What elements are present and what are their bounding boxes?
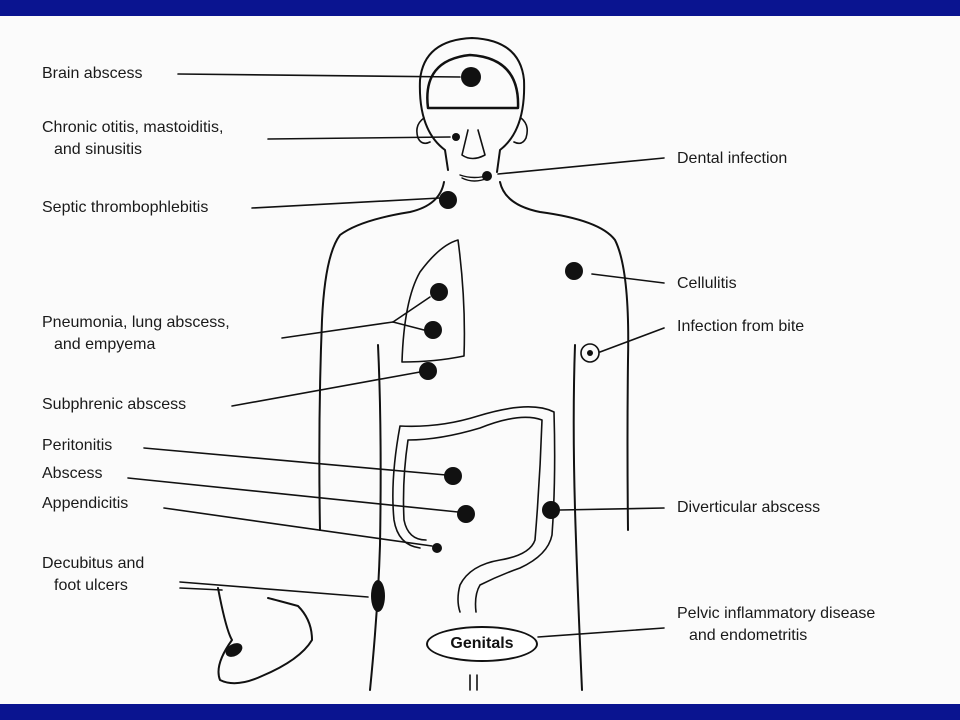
genitals-label: Genitals [426,626,538,662]
body-outline-left [318,181,445,531]
label-infection-from-bite: Infection from bite [677,318,805,335]
right-ear [513,117,528,145]
dot-lung-lower [424,321,442,339]
dot-appendicitis [432,543,442,553]
label-brain-abscess: Brain abscess [42,65,143,82]
dot-abscess [457,505,475,523]
label-diverticular-abscess: Diverticular abscess [677,499,821,516]
dot-peritonitis [444,467,462,485]
dot-sinus [452,133,460,141]
label-otitis: Chronic otitis, mastoiditis, and sinusit… [42,119,224,158]
diagram-panel [0,16,960,704]
foot-outline [217,587,313,685]
colon-inner [392,406,556,613]
dot-foot-ulcer [225,643,243,657]
lung-outline [401,239,466,363]
label-septic-thrombophlebitis: Septic thrombophlebitis [42,199,209,216]
leg-marks [469,674,478,691]
dot-septic [439,191,457,209]
label-appendicitis: Appendicitis [42,495,129,512]
right-inner-arm [572,344,583,691]
label-pelvic-inflammatory: Pelvic inflammatory disease and endometr… [677,605,876,644]
lesion-dots [225,67,583,657]
dot-dental [482,171,492,181]
label-decubitus: Decubitus and foot ulcers [42,555,145,594]
bite-marker-center [587,350,593,356]
dot-subphrenic [419,362,437,380]
dot-diverticular [542,501,560,519]
dot-brain [461,67,481,87]
body-outline-right [499,181,630,531]
bottom-frame-band [0,704,960,720]
nose-outline [461,129,486,160]
dot-lung-upper [430,283,448,301]
bite-marker-ring [580,343,600,363]
leader-lines [127,73,665,638]
head-outline [418,37,526,173]
label-peritonitis: Peritonitis [42,437,113,454]
label-pneumonia: Pneumonia, lung abscess, and empyema [42,314,230,353]
brain-outline [426,53,520,110]
top-frame-band [0,0,960,16]
dot-decubitus [371,580,385,612]
label-abscess: Abscess [42,465,103,482]
label-dental-infection: Dental infection [677,150,788,167]
dot-cellulitis [565,262,583,280]
colon-outline [402,416,543,613]
label-cellulitis: Cellulitis [677,275,737,292]
left-inner-arm [369,344,382,691]
label-subphrenic-abscess: Subphrenic abscess [42,396,187,413]
